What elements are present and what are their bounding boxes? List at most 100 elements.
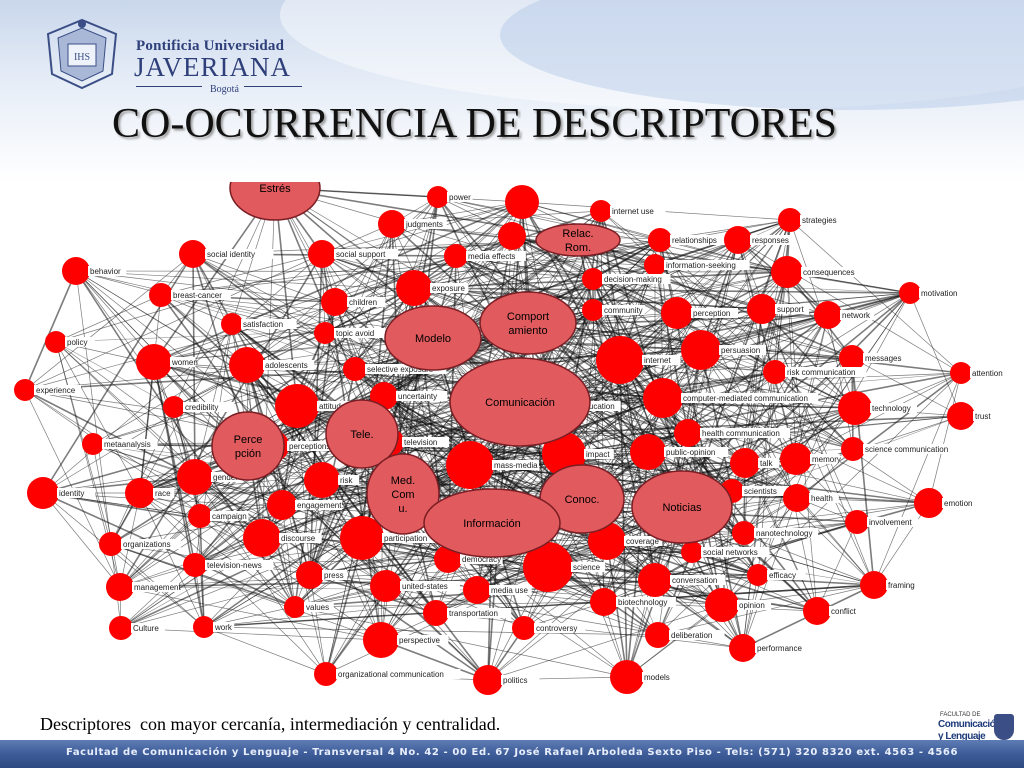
network-edge xyxy=(796,372,962,499)
network-edge xyxy=(577,239,702,351)
node-circle xyxy=(45,331,67,353)
node-circle xyxy=(947,402,975,430)
slide-footer: Facultad de Comunicación y Lenguaje - Tr… xyxy=(0,740,1024,768)
highlight-ellipse xyxy=(211,411,285,481)
network-edge xyxy=(75,270,788,273)
node-circle xyxy=(814,301,842,329)
network-node: computer-mediated communication xyxy=(643,378,819,418)
highlight-label: Noticias xyxy=(662,502,702,514)
node-label: information-seeking xyxy=(666,261,736,270)
faculty-logo-line2: Comunicación xyxy=(938,719,1001,730)
node-label-bg xyxy=(365,364,447,374)
node-circle xyxy=(705,588,739,622)
network-node: technology xyxy=(838,391,917,425)
network-node: media effects xyxy=(444,244,526,268)
node-circle xyxy=(590,588,618,616)
network-node: television-news xyxy=(183,553,274,577)
node-label: persuasion xyxy=(721,346,760,355)
node-circle xyxy=(645,622,671,648)
network-node: policy xyxy=(45,331,95,353)
node-label: health xyxy=(811,494,833,503)
node-label: coverage xyxy=(626,537,659,546)
network-edge xyxy=(657,448,854,636)
node-label: science communication xyxy=(865,445,948,454)
node-circle xyxy=(747,294,777,324)
network-node: performance xyxy=(729,634,807,662)
network-edge xyxy=(194,476,327,675)
crest-icon: IHS xyxy=(46,18,118,90)
network-edge xyxy=(55,294,162,343)
highlight-node-noticias: Noticias xyxy=(631,470,733,544)
node-label-bg xyxy=(664,260,750,270)
network-node: mass-media xyxy=(446,441,539,489)
logo-line2: JAVERIANA xyxy=(134,52,292,82)
node-circle xyxy=(314,322,336,344)
node-circle xyxy=(308,240,336,268)
network-edge xyxy=(139,492,296,608)
node-label-bg xyxy=(338,475,360,485)
network-edge xyxy=(173,287,415,408)
node-label-bg xyxy=(396,391,448,401)
network-edge xyxy=(120,401,521,629)
node-label: politics xyxy=(503,676,527,685)
node-circle xyxy=(582,268,604,290)
network-edge xyxy=(487,604,723,681)
node-label-bg xyxy=(171,290,231,300)
network-edge xyxy=(160,255,457,296)
highlight-nodes: EstrésRelac.Rom.ComportamientoModeloComu… xyxy=(211,182,733,558)
network-node: attitudes xyxy=(275,384,360,428)
node-circle xyxy=(179,240,207,268)
network-edge xyxy=(75,270,336,303)
node-label-bg xyxy=(701,547,770,557)
node-label: efficacy xyxy=(769,571,796,580)
node-circle xyxy=(838,391,872,425)
node-label: science xyxy=(573,563,601,572)
node-label: women xyxy=(171,358,198,367)
node-circle xyxy=(463,576,491,604)
network-edge xyxy=(231,323,356,370)
node-label-bg xyxy=(402,437,449,447)
network-node: risk xyxy=(304,462,360,498)
network-edge xyxy=(851,357,962,417)
node-circle xyxy=(845,510,869,534)
network-node: united-states xyxy=(370,570,460,602)
network-edge xyxy=(309,574,327,675)
highlight-label: Modelo xyxy=(415,333,451,345)
node-circle xyxy=(109,616,133,640)
node-circle xyxy=(681,541,703,563)
node-circle xyxy=(304,462,340,498)
highlight-label: Información xyxy=(463,518,520,530)
network-node: perception xyxy=(661,297,738,329)
node-label: media use xyxy=(491,586,528,595)
node-label-bg xyxy=(211,472,241,482)
network-edge xyxy=(873,502,930,586)
network-edge xyxy=(786,271,818,612)
node-label: perception xyxy=(693,309,730,318)
node-label-bg xyxy=(867,517,919,527)
node-label-bg xyxy=(775,304,810,314)
node-circle xyxy=(370,570,402,602)
network-node: children xyxy=(321,288,386,316)
network-node: network xyxy=(814,301,875,329)
logo-rule xyxy=(136,86,202,87)
node-label: adolescents xyxy=(265,361,308,370)
network-edge xyxy=(110,493,404,545)
highlight-label: Conoc. xyxy=(565,494,600,506)
highlight-ellipse xyxy=(479,291,577,355)
node-label-bg xyxy=(304,602,334,612)
network-node: power xyxy=(427,186,473,208)
node-label-bg xyxy=(801,267,857,277)
node-label-bg xyxy=(809,493,839,503)
node-label: participation xyxy=(384,534,427,543)
highlight-label: amiento xyxy=(508,325,547,337)
network-node: exposure xyxy=(396,270,469,306)
network-edge xyxy=(92,443,121,588)
highlight-ellipse xyxy=(535,223,621,257)
network-edge xyxy=(437,196,661,241)
node-label: risk communication xyxy=(787,368,855,377)
node-label: campaign xyxy=(212,512,247,521)
node-label-bg xyxy=(121,539,181,549)
network-node: persuasion xyxy=(681,330,766,370)
node-circle xyxy=(136,344,172,380)
